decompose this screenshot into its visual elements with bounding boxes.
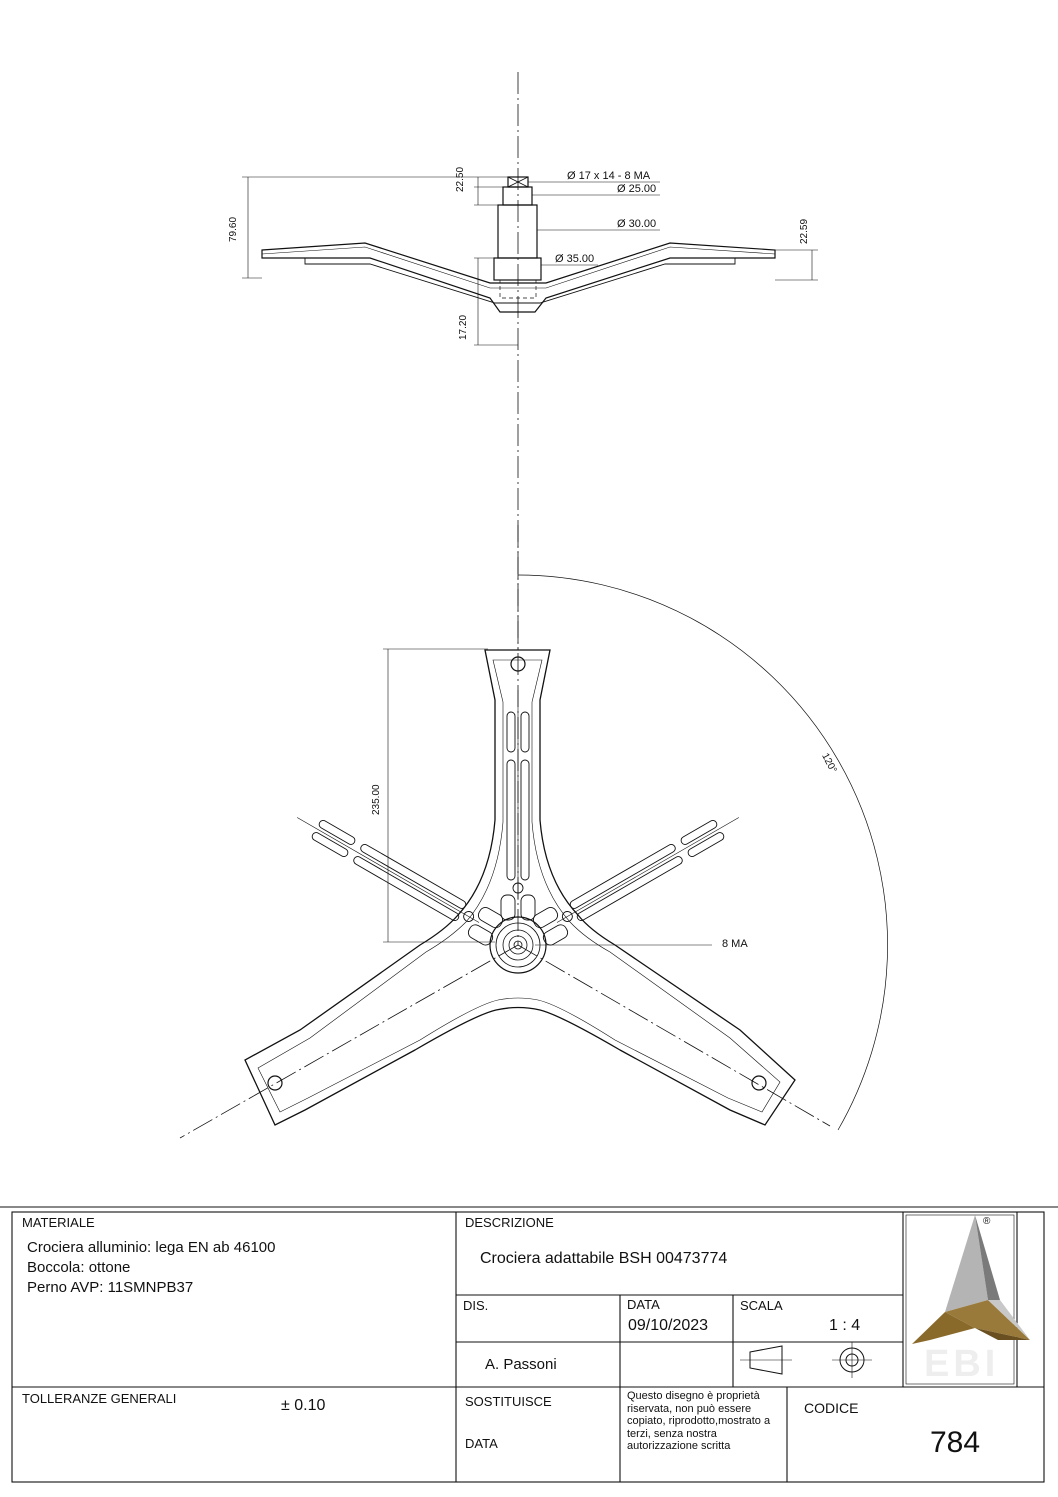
dim-h22-59: 22.59: [799, 218, 810, 244]
top-view: [179, 525, 888, 1139]
scala-label: SCALA: [740, 1298, 783, 1313]
descrizione-label: DESCRIZIONE: [465, 1215, 554, 1230]
ebi-logo-icon: [912, 1215, 1030, 1344]
dis-value: A. Passoni: [485, 1356, 557, 1373]
dim-hole: 8 MA: [722, 938, 748, 950]
dim-d25: Ø 25.00: [617, 183, 657, 195]
data-value: 09/10/2023: [628, 1317, 709, 1334]
descrizione-value: Crociera adattabile BSH 00473774: [480, 1250, 728, 1267]
title-block-frame: [0, 1206, 1058, 1483]
dim-len235: 235.00: [371, 784, 382, 815]
materiale-line-1: Crociera alluminio: lega EN ab 46100: [27, 1239, 276, 1256]
dim-d35: Ø 35.00: [555, 253, 595, 265]
materiale-line-2: Boccola: ottone: [27, 1259, 131, 1276]
tolleranze-label: TOLLERANZE GENERALI: [22, 1391, 177, 1406]
side-view: [242, 72, 818, 650]
scala-value: 1 : 4: [829, 1317, 861, 1334]
codice-label: CODICE: [804, 1400, 859, 1416]
dim-thread: Ø 17 x 14 - 8 MA: [567, 170, 651, 182]
data-label: DATA: [627, 1297, 660, 1312]
logo-text: EBI: [924, 1343, 1000, 1385]
data2-label: DATA: [465, 1436, 498, 1451]
dim-h17-20: 17.20: [458, 314, 469, 340]
ownership-note: Questo disegno è proprietà riservata, no…: [627, 1390, 771, 1452]
dim-h79-60: 79.60: [228, 216, 239, 242]
projection-symbol-icon: [740, 1342, 872, 1378]
materiale-label: MATERIALE: [22, 1215, 95, 1230]
registered-mark: ®: [983, 1216, 991, 1227]
dis-label: DIS.: [463, 1298, 489, 1313]
tolleranze-value: ± 0.10: [281, 1397, 326, 1414]
sostituisce-label: SOSTITUISCE: [465, 1394, 552, 1409]
dim-d30: Ø 30.00: [617, 218, 657, 230]
codice-value: 784: [930, 1426, 981, 1459]
dim-h22-50: 22.50: [455, 166, 466, 192]
materiale-line-3: Perno AVP: 11SMNPB37: [27, 1279, 194, 1296]
